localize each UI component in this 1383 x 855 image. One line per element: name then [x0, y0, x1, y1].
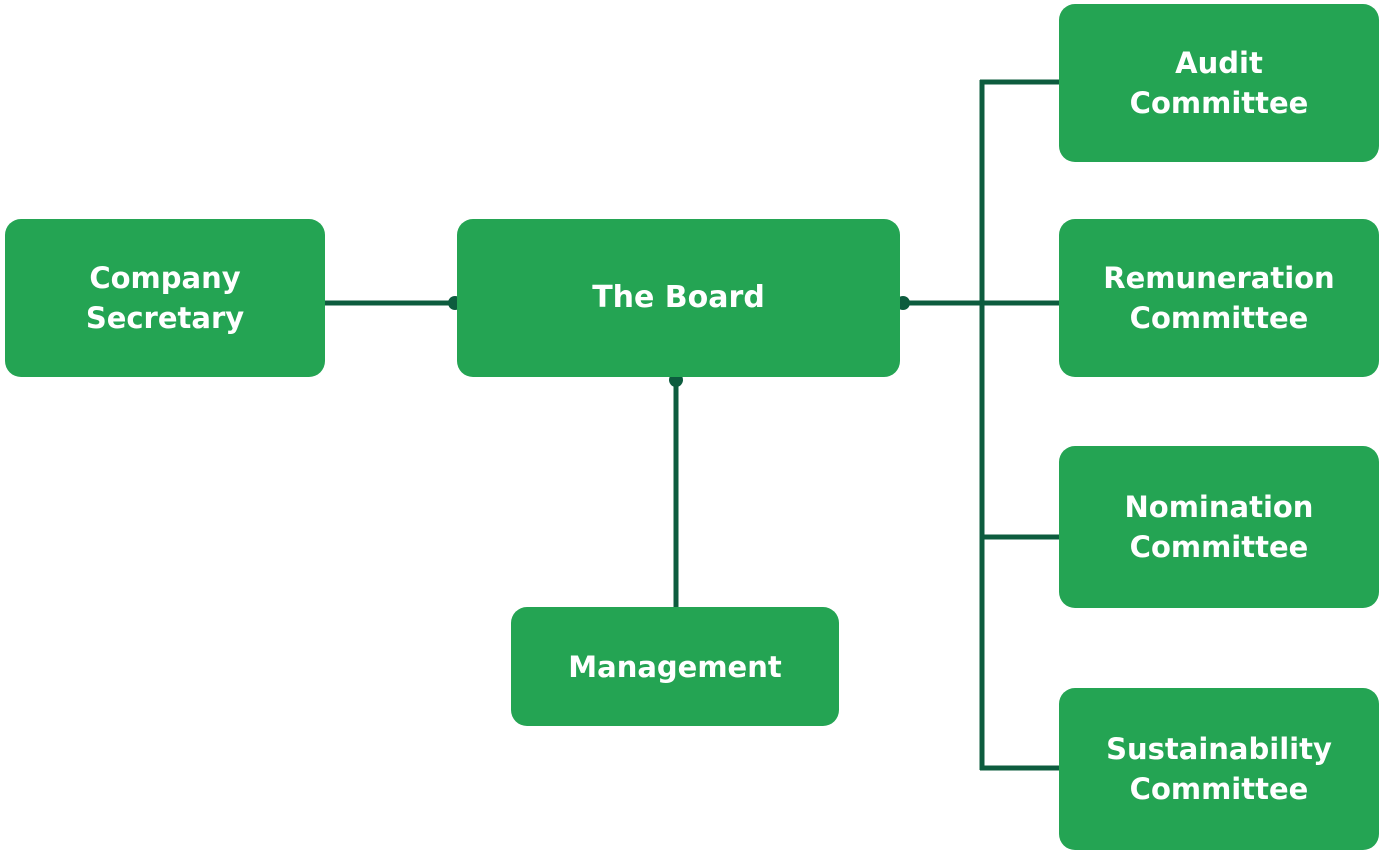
node-management-label: Management: [568, 649, 782, 684]
node-nomination-committee: Nomination Committee: [1059, 446, 1379, 608]
node-audit-committee-label: Audit Committee: [1129, 46, 1309, 120]
node-audit-committee: Audit Committee: [1059, 4, 1379, 162]
node-sustainability-committee-label: Sustainability Committee: [1106, 732, 1332, 806]
node-company-secretary: Company Secretary: [5, 219, 325, 377]
node-company-secretary-label: Company Secretary: [85, 261, 245, 335]
node-nomination-committee-label: Nomination Committee: [1124, 490, 1314, 564]
node-the-board-label: The Board: [592, 280, 765, 315]
node-remuneration-committee: Remuneration Committee: [1059, 219, 1379, 377]
node-sustainability-committee: Sustainability Committee: [1059, 688, 1379, 850]
node-management: Management: [511, 607, 839, 726]
node-the-board: The Board: [457, 219, 900, 377]
node-remuneration-committee-label: Remuneration Committee: [1103, 261, 1335, 335]
